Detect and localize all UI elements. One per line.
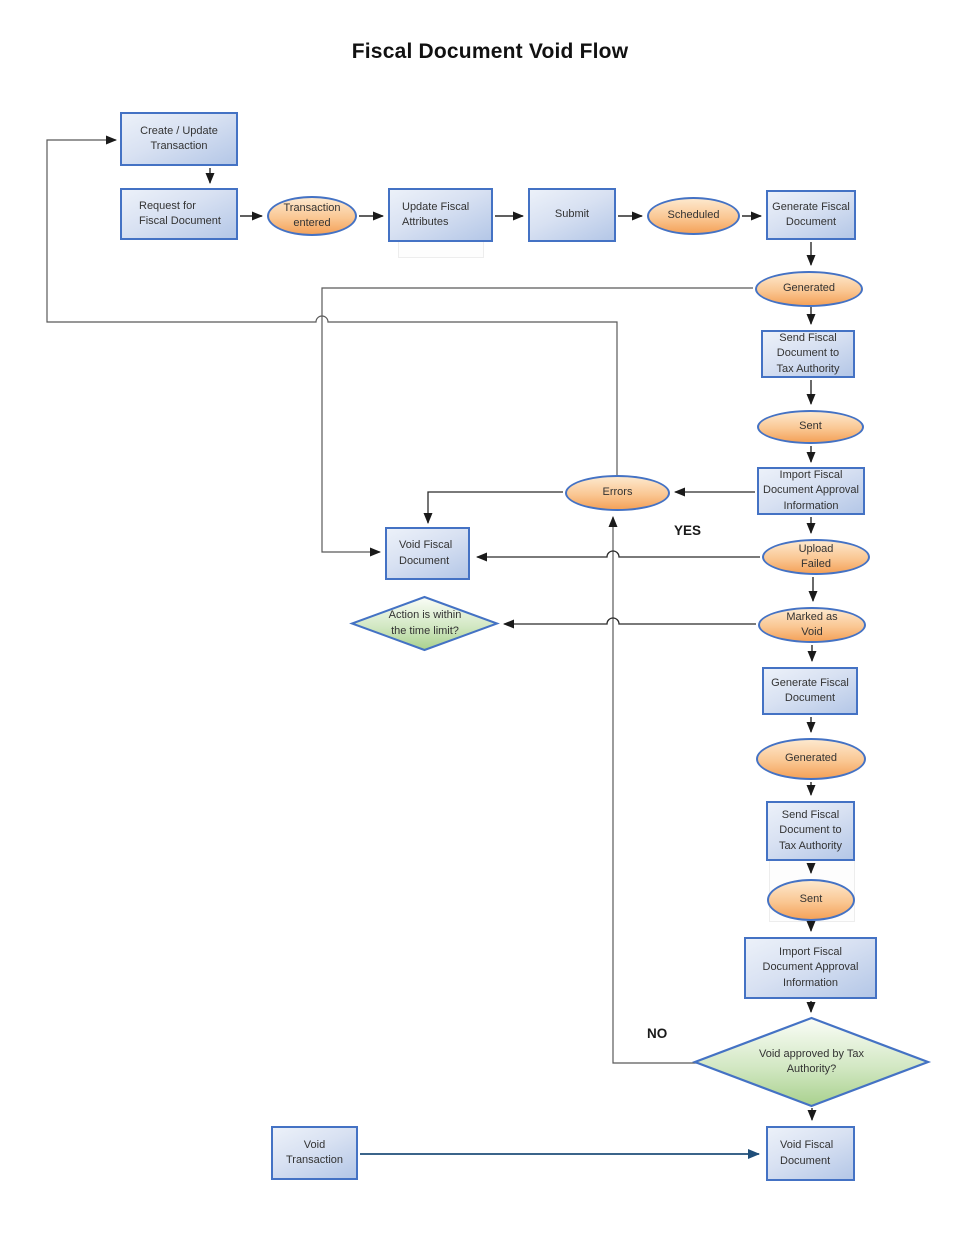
node-void-fiscal-document-bottom: Void Fiscal Document <box>766 1126 855 1181</box>
node-import-fiscal-document-1: Import Fiscal Document Approval Informat… <box>757 467 865 515</box>
node-generate-fiscal-document-1: Generate Fiscal Document <box>766 190 856 240</box>
decision-void-approved-shape <box>691 1016 932 1108</box>
state-transaction-entered: Transaction entered <box>267 196 357 236</box>
decision-void-approved-label: Void approved by Tax Authority? <box>759 1047 864 1075</box>
decision-action-within-time-limit-shape <box>349 595 500 652</box>
node-submit: Submit <box>528 188 616 242</box>
state-sent-1: Sent <box>757 410 864 444</box>
node-generate-fiscal-document-2: Generate Fiscal Document <box>762 667 858 715</box>
node-request-for-fiscal-document: Request for Fiscal Document <box>120 188 238 240</box>
state-sent-2: Sent <box>767 879 855 921</box>
node-void-fiscal-document-mid: Void Fiscal Document <box>385 527 470 580</box>
state-generated-2: Generated <box>756 738 866 780</box>
state-upload-failed: Upload Failed <box>762 539 870 575</box>
state-generated-1: Generated <box>755 271 863 307</box>
state-errors: Errors <box>565 475 670 511</box>
state-scheduled: Scheduled <box>647 197 740 235</box>
edge-label-no: NO <box>647 1026 668 1041</box>
flowchart-title: Fiscal Document Void Flow <box>351 40 629 63</box>
node-void-transaction: Void Transaction <box>271 1126 358 1180</box>
node-update-fiscal-attributes: Update Fiscal Attributes <box>388 188 493 242</box>
state-marked-as-void: Marked as Void <box>758 607 866 643</box>
node-import-fiscal-document-2: Import Fiscal Document Approval Informat… <box>744 937 877 999</box>
node-send-fiscal-document-1: Send Fiscal Document to Tax Authority <box>761 330 855 378</box>
node-send-fiscal-document-2: Send Fiscal Document to Tax Authority <box>766 801 855 861</box>
node-create-update-transaction: Create / Update Transaction <box>120 112 238 166</box>
decision-action-within-time-limit-label: Action is within the time limit? <box>388 609 462 637</box>
edge-label-yes: YES <box>674 523 702 538</box>
